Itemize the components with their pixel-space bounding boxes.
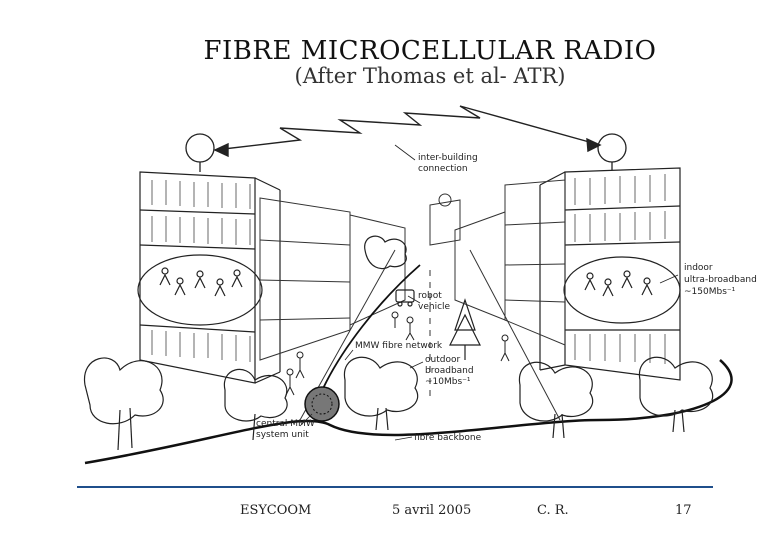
label-inter-building: inter-building [418,153,478,163]
label-central-mmw: central MMW [256,419,315,429]
footer-author: C. R. [537,503,569,518]
central-mmw-unit-icon [304,386,340,422]
fibre-backbone-line [84,359,733,465]
left-indoor-room [137,254,263,326]
left-dish-icon [185,133,215,172]
leader-lines [299,144,679,441]
mmw-fibre-line [319,264,421,396]
label-mmw-fibre-network: MMW fibre network [355,341,443,351]
label-outdoor-broadband: broadband [425,366,474,376]
label-system-unit: system unit [256,430,309,440]
footer-org: ESYCOOM [240,503,312,518]
label-connection: connection [418,164,468,174]
slide-title: FIBRE MICROCELLULAR RADIO [203,36,657,66]
label-indoor-rate: ~150Mbs⁻¹ [684,287,736,297]
label-outdoor-rate: ~10Mbs⁻¹ [425,377,471,387]
footer-page-number: 17 [675,503,692,518]
left-tower [139,171,281,384]
label-ultra-broadband: ultra-broadband [684,275,757,285]
label-fibre-backbone: fibre backbone [414,433,482,443]
right-tower-windows [574,174,666,364]
label-vehicle: vehicle [418,302,451,312]
footer-date: 5 avril 2005 [392,503,472,518]
right-street-buildings [454,179,566,346]
right-tower [539,167,681,381]
left-street-buildings [259,197,406,361]
slide-subtitle: (After Thomas et al- ATR) [294,64,566,88]
microcell-illustration: inter-building connection indoor ultra-b… [84,105,757,465]
label-indoor: indoor [684,263,713,273]
inter-building-link [213,105,602,158]
label-robot: robot [418,291,442,301]
trees [84,235,714,451]
left-tower-windows [151,180,251,362]
central-tower [429,193,461,246]
label-outdoor: outdoor [425,355,460,365]
street-people [285,311,510,396]
right-dish-icon [597,133,627,170]
road [299,249,561,421]
right-indoor-room [563,256,681,324]
robot-vehicle-icon [395,289,415,307]
footer-divider [77,486,713,488]
